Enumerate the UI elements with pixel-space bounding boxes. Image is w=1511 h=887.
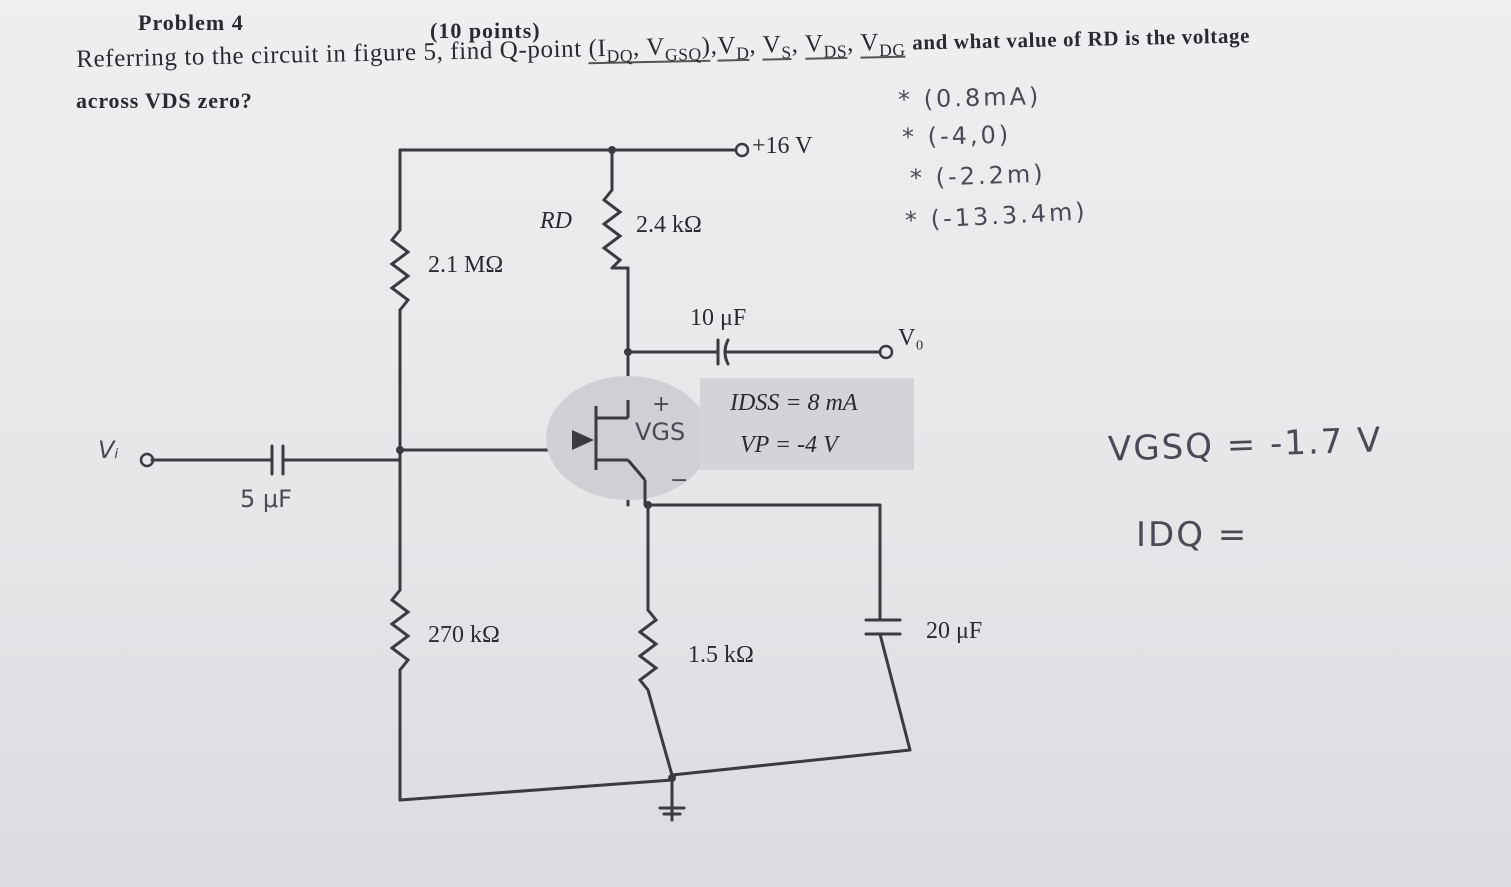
supply-voltage-label: +16 V <box>752 133 813 159</box>
idss-label: IDSS = 8 mA <box>730 390 858 416</box>
gate-resistor-top-label: 2.1 MΩ <box>428 252 504 278</box>
problem-heading: Problem 4 <box>138 10 244 35</box>
drain-resistor-label: 2.4 kΩ <box>636 212 702 238</box>
output-cap-label: 10 μF <box>690 305 747 331</box>
input-cap-label: 5 μF <box>240 485 292 513</box>
vp-label: VP = -4 V <box>740 432 838 458</box>
question-line-2: across VDS zero? <box>76 88 253 113</box>
source-resistor-label: 1.5 kΩ <box>688 642 754 668</box>
rd-label: RD <box>540 208 572 234</box>
bypass-cap-label: 20 μF <box>926 618 983 644</box>
vgs-plus: + <box>652 392 671 417</box>
vout-label: V₀ <box>898 325 924 351</box>
points-label: (10 points) <box>430 18 541 43</box>
vgs-minus: − <box>670 468 689 493</box>
idq-result: IDQ = <box>1136 515 1249 555</box>
gate-resistor-bottom-label: 270 kΩ <box>428 622 500 648</box>
vin-label: Vᵢ <box>98 436 119 464</box>
vgs-label: VGS <box>635 418 686 446</box>
